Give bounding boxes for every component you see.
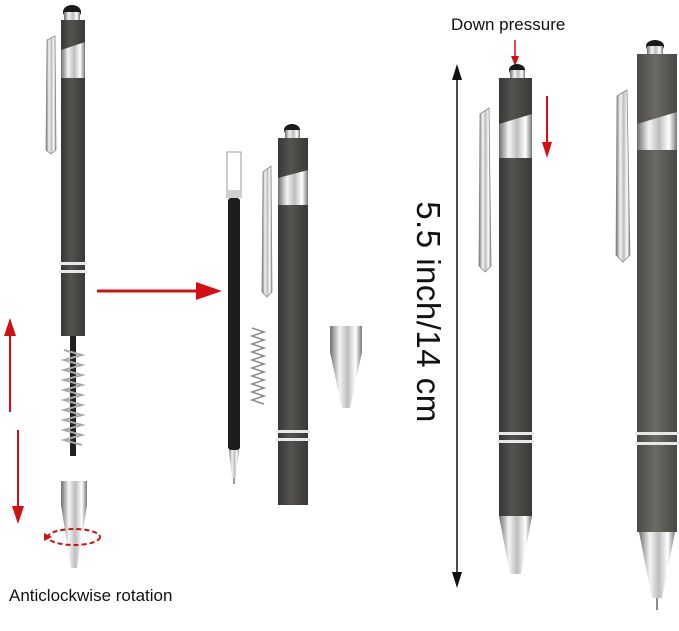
pen-barrel: [261, 124, 310, 505]
refill-illustration: [226, 151, 242, 484]
pen-disassembled: [44, 5, 101, 568]
arrow-icon: [97, 282, 222, 300]
pen-assembled: [478, 64, 534, 574]
arrow-icon: [511, 40, 552, 158]
pen-full: [615, 40, 679, 610]
rotation-label: Anticlockwise rotation: [9, 586, 173, 605]
dimension-label: 5.5 inch/14 cm: [410, 201, 447, 423]
dimension-arrow-icon: [452, 64, 462, 588]
arrow-icon: [4, 318, 24, 524]
spring-illustration: [249, 327, 267, 405]
down-pressure-label: Down pressure: [451, 15, 566, 34]
pen-tip-illustration: [330, 326, 362, 408]
